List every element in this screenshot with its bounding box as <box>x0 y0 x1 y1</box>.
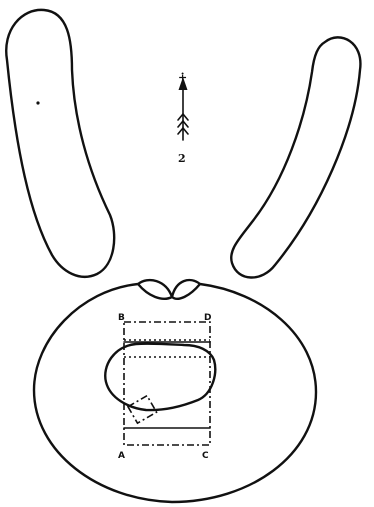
arrow-tail-label: 2 <box>178 152 186 165</box>
right-lobe-outline <box>231 37 360 277</box>
round-body-outline <box>34 280 316 502</box>
left-lobe-dot <box>36 101 39 104</box>
corner-label-top-right: D <box>204 313 211 323</box>
orientation-arrow <box>178 77 188 140</box>
corner-label-top-left: B <box>118 313 125 323</box>
dashed-rectangle <box>124 322 210 445</box>
left-lobe-outline <box>6 10 114 277</box>
inner-loop-outline <box>105 344 215 411</box>
arrow-head-label: ∔ <box>178 70 187 83</box>
corner-label-bottom-right: C <box>202 451 209 461</box>
corner-label-bottom-left: A <box>118 451 125 461</box>
